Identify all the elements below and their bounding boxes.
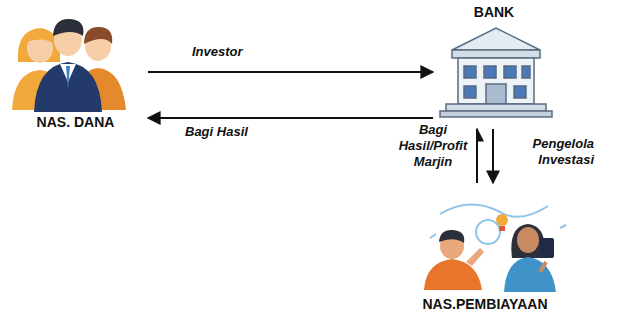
bank-icon xyxy=(440,28,552,117)
node-label: BANK xyxy=(472,4,516,20)
financing-group: NAS.PEMBIAYAAN xyxy=(395,188,575,323)
flow-label: Bagi Hasil xyxy=(183,124,250,140)
flow-label: Investor xyxy=(190,44,245,60)
people-icon xyxy=(12,19,126,112)
investor-group: NAS. DANA xyxy=(8,0,143,142)
flow-arrow xyxy=(148,71,433,73)
flow-arrow xyxy=(492,129,494,183)
flow-arrow xyxy=(148,117,433,119)
bank-node: BANK xyxy=(438,0,550,124)
flow-arrow xyxy=(476,129,478,183)
node-label: NAS.PEMBIAYAAN xyxy=(421,296,550,312)
flow-label: Pengelola Investasi xyxy=(498,136,596,168)
node-label: NAS. DANA xyxy=(35,114,117,130)
flow-label: Bagi Hasil/Profit Marjin xyxy=(390,122,476,170)
financing-illustration xyxy=(424,204,566,292)
